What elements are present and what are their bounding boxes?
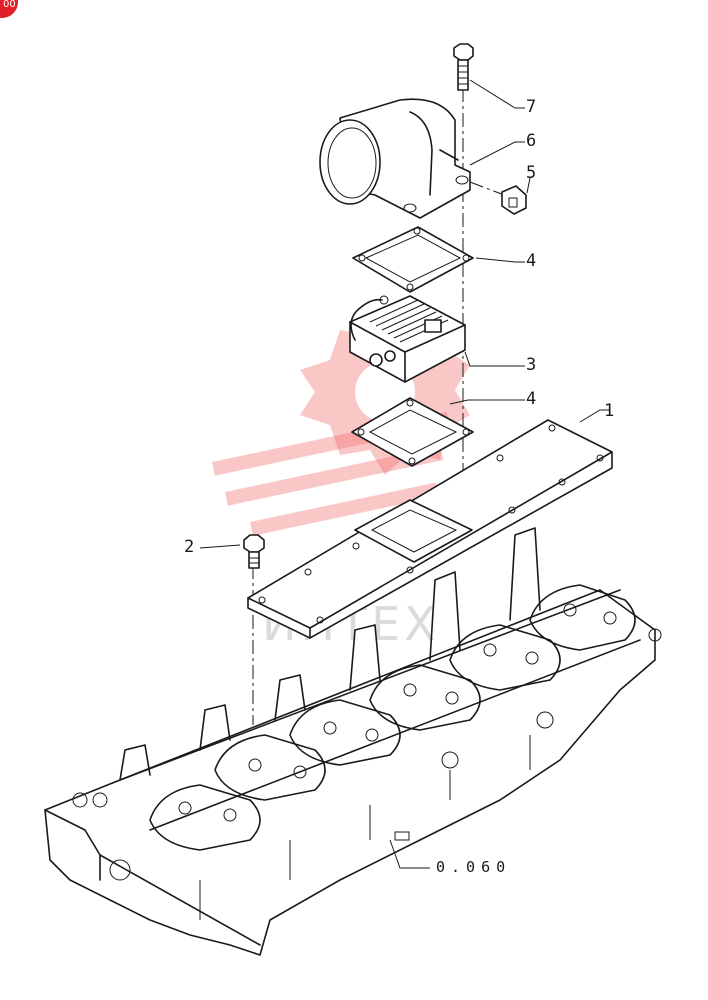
part-4-gasket-upper xyxy=(352,226,474,293)
callout-4-lower: 4 xyxy=(526,389,536,409)
part-6-intake-elbow xyxy=(319,98,471,219)
corner-badge: 00 xyxy=(0,0,18,18)
part-4-gasket-lower xyxy=(351,397,474,467)
part-5-cap-nut xyxy=(501,185,527,215)
callout-7: 7 xyxy=(526,97,536,117)
cylinder-head xyxy=(44,527,662,956)
part-3-heater-unit xyxy=(349,295,466,383)
callout-2: 2 xyxy=(184,537,194,557)
callout-3: 3 xyxy=(526,355,536,375)
part-7-bolt xyxy=(453,43,474,91)
part-2-bolt xyxy=(243,534,265,569)
corner-badge-text: 00 xyxy=(3,0,16,10)
part-1-cover-plate xyxy=(247,419,613,639)
callout-4-upper: 4 xyxy=(526,251,536,271)
reference-code: 0.060 xyxy=(436,858,511,876)
callout-1: 1 xyxy=(604,401,614,421)
callout-5: 5 xyxy=(526,163,536,183)
callout-6: 6 xyxy=(526,131,536,151)
leader-lines xyxy=(199,79,610,869)
